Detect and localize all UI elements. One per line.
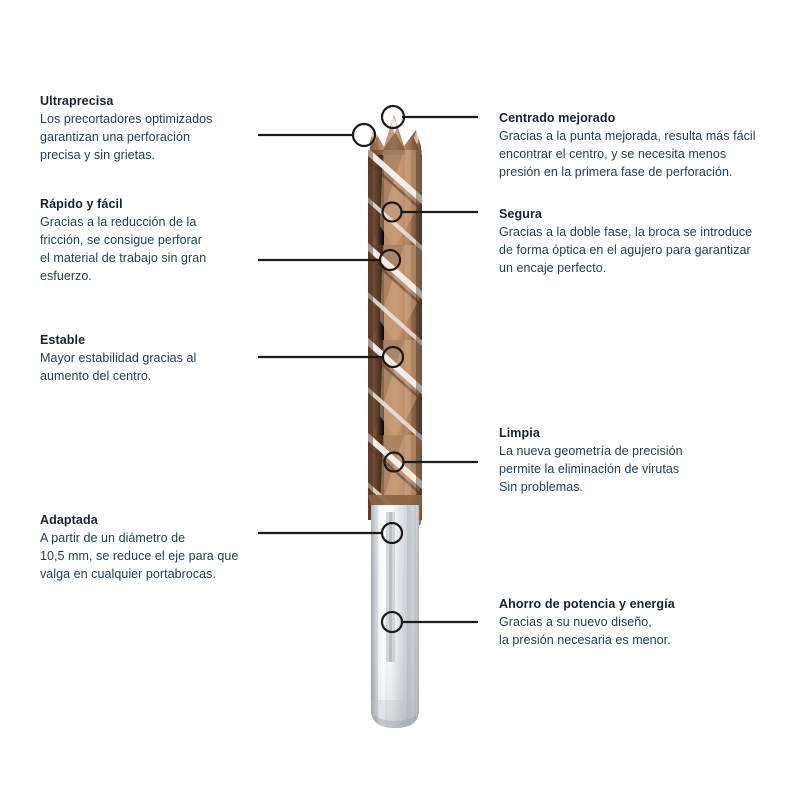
callout-title-rapido-y-facil: Rápido y fácil	[40, 197, 123, 211]
callout-body-centrado-mejorado: Gracias a la punta mejorada, resulta más…	[499, 129, 756, 179]
callout-ultraprecisa: Ultraprecisa Los precortadores optimizad…	[40, 93, 270, 164]
callout-estable: Estable Mayor estabilidad gracias al aum…	[40, 332, 270, 385]
callout-segura: Segura Gracias a la doble fase, la broca…	[499, 206, 789, 277]
callout-centrado-mejorado: Centrado mejorado Gracias a la punta mej…	[499, 110, 784, 181]
callout-body-estable: Mayor estabilidad gracias al aumento del…	[40, 351, 197, 383]
callout-ahorro-de-potencia-y-energia: Ahorro de potencia y energía Gracias a s…	[499, 596, 779, 649]
callout-body-limpia: La nueva geometría de precisión permite …	[499, 444, 683, 494]
callout-limpia: Limpia La nueva geometría de precisión p…	[499, 425, 769, 496]
callout-body-ultraprecisa: Los precortadores optimizados garantizan…	[40, 112, 213, 162]
callout-body-rapido-y-facil: Gracias a la reducción de la fricción, s…	[40, 215, 207, 283]
callout-title-segura: Segura	[499, 207, 542, 221]
callout-title-estable: Estable	[40, 333, 86, 347]
callout-rapido-y-facil: Rápido y fácil Gracias a la reducción de…	[40, 196, 275, 285]
callout-body-ahorro-de-potencia-y-energia: Gracias a su nuevo diseño, la presión ne…	[499, 615, 671, 647]
callout-title-centrado-mejorado: Centrado mejorado	[499, 111, 616, 125]
callout-title-adaptada: Adaptada	[40, 513, 98, 527]
callout-body-segura: Gracias a la doble fase, la broca se int…	[499, 225, 753, 275]
callout-title-ultraprecisa: Ultraprecisa	[40, 94, 114, 108]
drill-shank	[371, 505, 419, 728]
callout-body-adaptada: A partir de un diámetro de 10,5 mm, se r…	[40, 531, 239, 581]
callout-title-ahorro-de-potencia-y-energia: Ahorro de potencia y energía	[499, 597, 675, 611]
callout-title-limpia: Limpia	[499, 426, 540, 440]
callout-adaptada: Adaptada A partir de un diámetro de 10,5…	[40, 512, 285, 583]
drill-flutes	[368, 150, 422, 520]
